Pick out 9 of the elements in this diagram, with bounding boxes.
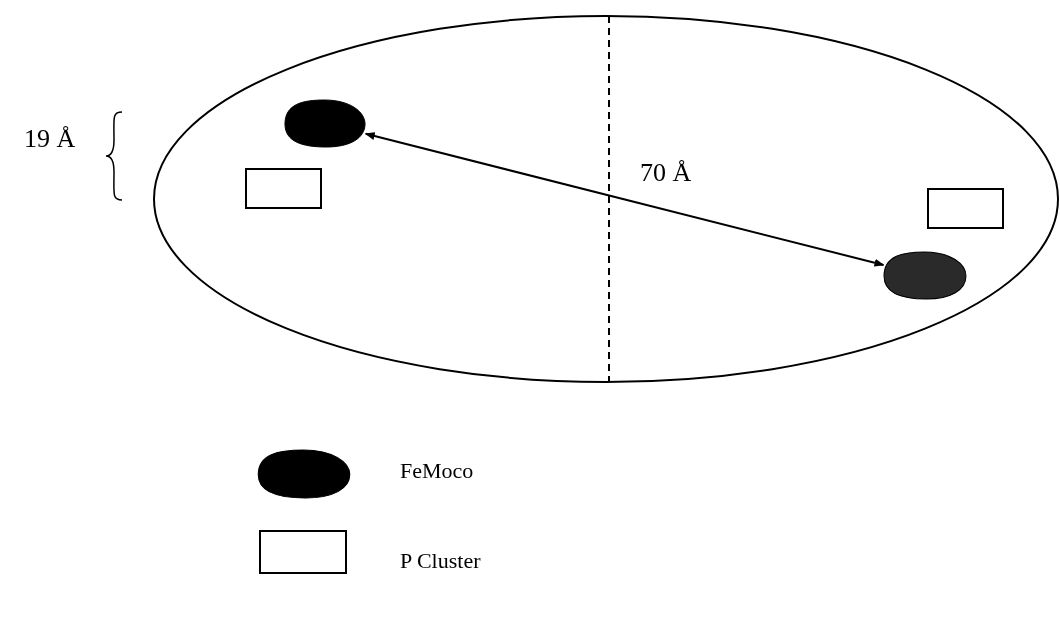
dimension-label: 19 Å (24, 126, 76, 152)
cofactor-blob (283, 98, 367, 149)
protein-ellipse (152, 14, 1060, 384)
cofactor-blob (882, 250, 968, 301)
legend-text: FeMoco (400, 460, 474, 482)
cluster-rectangle (245, 168, 322, 209)
cluster-rectangle (927, 188, 1004, 229)
legend-text: P Cluster (400, 550, 481, 572)
double-arrow (364, 132, 885, 267)
